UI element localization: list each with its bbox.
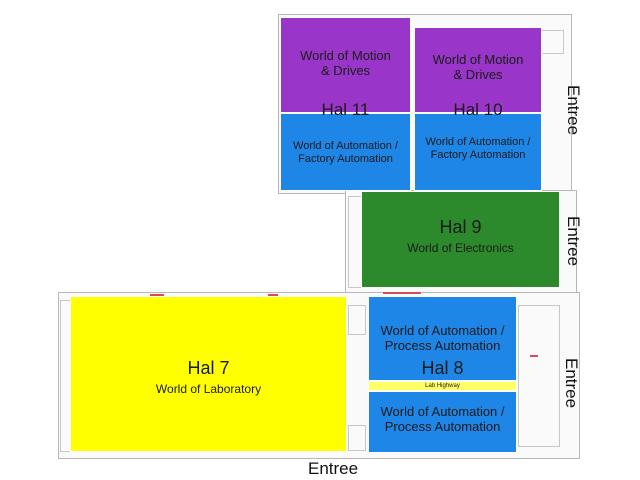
hal8-name: Hal 8 [421, 358, 464, 378]
hal8-bottom-label: World of Automation / Process Automation [380, 404, 505, 434]
entrance-label-right-middle: Entree [564, 216, 583, 267]
entrance-label-bottom: Entree [308, 459, 359, 478]
stair-detail-hal7 [348, 305, 366, 335]
hal11-top-label: World of Motion & Drives [300, 48, 391, 78]
hal9-name: Hal 9 [439, 217, 482, 237]
entrance-label-right-top: Entree [564, 85, 583, 136]
hal10-bottom-label: World of Automation / Factory Automation [425, 136, 531, 161]
red-marker [383, 292, 421, 294]
hal7-name: Hal 7 [187, 358, 230, 378]
hal11-motion-zone[interactable] [280, 17, 411, 113]
hal9-label: World of Electronics [407, 241, 514, 255]
hal7-label: World of Laboratory [155, 382, 262, 396]
hal11-name: Hal 11 [321, 100, 370, 119]
hal10-motion-zone[interactable] [414, 27, 542, 113]
corridor-detail [348, 196, 362, 288]
hal11-bottom-label: World of Automation / Factory Automation [293, 140, 398, 165]
hal10-name: Hal 10 [453, 100, 503, 119]
red-marker [268, 294, 278, 296]
lab-highway-corridor[interactable] [368, 381, 517, 391]
hal10-top-label: World of Motion & Drives [432, 52, 524, 82]
hal8-process-zone-south[interactable] [368, 391, 517, 453]
stairwell-detail [540, 30, 564, 54]
hal8-process-zone-north[interactable] [368, 296, 517, 381]
hal10-automation-zone[interactable] [414, 113, 542, 191]
entrance-label-right-bottom: Entree [562, 358, 581, 409]
hal8-top-label: World of Automation / Process Automation [380, 323, 505, 353]
lab-highway-label: Lab Highway [425, 383, 460, 389]
hal11-automation-zone[interactable] [280, 113, 411, 191]
hal9-electronics-zone[interactable] [361, 191, 560, 288]
red-marker [150, 294, 164, 296]
stair-detail-hal7-south [348, 425, 366, 451]
side-room-detail [518, 305, 560, 447]
red-marker [530, 355, 538, 357]
hal7-laboratory-zone[interactable] [70, 296, 347, 452]
